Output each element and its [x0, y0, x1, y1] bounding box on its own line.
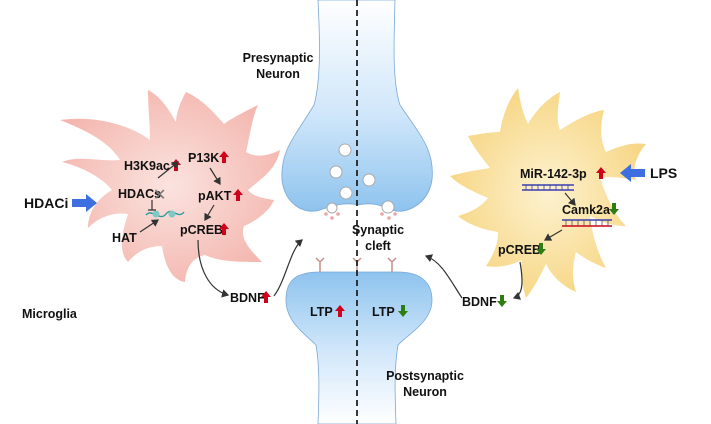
postsynaptic-label: Postsynaptic: [386, 369, 464, 383]
pcreb-label-right: pCREB: [498, 243, 541, 257]
histone-icon: [145, 210, 185, 218]
green-down-arrow-icon: [497, 295, 507, 307]
vesicle: [362, 173, 376, 187]
mir-label: MiR-142-3p: [520, 167, 587, 181]
blue-left-arrow-icon: [620, 164, 645, 182]
postsynaptic-neuron-shape: [285, 271, 433, 424]
h3k9ac-label: H3K9ac: [124, 159, 170, 173]
vesicle: [381, 200, 395, 214]
mrna-strand-icon: [562, 219, 612, 227]
mirna-duplex-icon: [522, 184, 574, 191]
camk2a-label: Camk2a: [562, 203, 611, 217]
hdaci-label: HDACi: [24, 195, 68, 211]
vesicle: [338, 143, 352, 157]
x-mark-icon: ✕: [153, 187, 166, 204]
vesicle: [326, 202, 338, 214]
synaptic-cleft-label-2: cleft: [365, 239, 392, 253]
hat-label: HAT: [112, 231, 137, 245]
ltp-label-right: LTP: [372, 305, 395, 319]
vesicle: [339, 186, 353, 200]
postsynaptic-label-2: Neuron: [403, 385, 447, 399]
lps-label: LPS: [650, 165, 677, 181]
pcreb-label-left: pCREB: [180, 223, 223, 237]
pakt-label: pAKT: [198, 189, 232, 203]
hdacs-label: HDACs: [118, 187, 161, 201]
bdnf-label-left: BDNF: [230, 291, 265, 305]
left-microglia-shape: [60, 90, 280, 282]
blue-right-arrow-icon: [72, 194, 97, 212]
p13k-label: P13K: [188, 151, 219, 165]
bdnf-label-right: BDNF: [462, 295, 497, 309]
microglia-label: Microglia: [22, 307, 78, 321]
inhibit-icon: [148, 200, 156, 211]
neurotransmitter-dots: [324, 212, 397, 220]
presynaptic-label-2: Neuron: [256, 67, 300, 81]
right-microglia-shape: [450, 88, 646, 298]
presynaptic-label: Presynaptic: [243, 51, 314, 65]
vesicle: [329, 165, 343, 179]
synaptic-cleft-label: Synaptic: [352, 223, 404, 237]
receptors: [315, 257, 397, 272]
ltp-label-left: LTP: [310, 305, 333, 319]
